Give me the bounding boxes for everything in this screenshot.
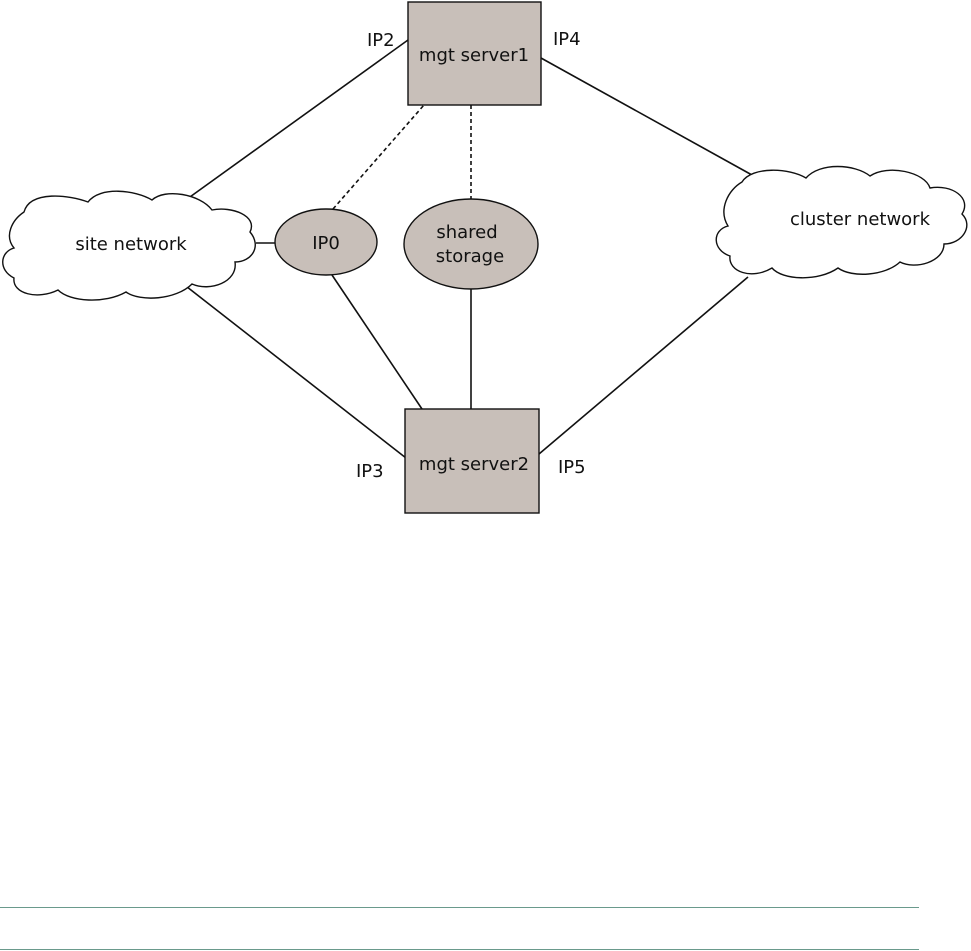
ip3-label: IP3 xyxy=(356,461,384,482)
shared-storage-label-line1: shared xyxy=(436,222,497,243)
edge-site-to-server2 xyxy=(181,282,407,459)
site-network-label: site network xyxy=(75,234,187,255)
ip0-label: IP0 xyxy=(312,233,340,254)
mgt-server1-node: mgt server1 xyxy=(407,1,542,106)
connections xyxy=(175,39,753,459)
mgt-server2-node: mgt server2 xyxy=(404,408,540,514)
edge-site-to-server1 xyxy=(175,39,409,208)
divider-rule-top xyxy=(0,907,919,908)
network-diagram: site network cluster network mgt server1… xyxy=(2,1,968,514)
shared-storage-node: shared storage xyxy=(403,198,539,290)
shared-storage-label-line2: storage xyxy=(436,246,504,267)
ip2-label: IP2 xyxy=(367,30,395,51)
divider-rule-bottom xyxy=(0,949,919,950)
cluster-network-cloud: cluster network xyxy=(715,165,968,279)
edge-ip0-to-server1 xyxy=(332,104,425,210)
edge-cluster-to-server1 xyxy=(540,57,753,176)
mgt-server2-label: mgt server2 xyxy=(419,454,529,475)
ip4-label: IP4 xyxy=(553,29,581,50)
site-network-cloud: site network xyxy=(2,190,256,301)
ip0-node: IP0 xyxy=(274,208,378,276)
edge-cluster-to-server2 xyxy=(538,276,749,455)
ip5-label: IP5 xyxy=(558,457,586,478)
edge-ip0-to-server2 xyxy=(331,274,423,410)
mgt-server1-label: mgt server1 xyxy=(419,45,529,66)
cluster-network-label: cluster network xyxy=(790,209,931,230)
